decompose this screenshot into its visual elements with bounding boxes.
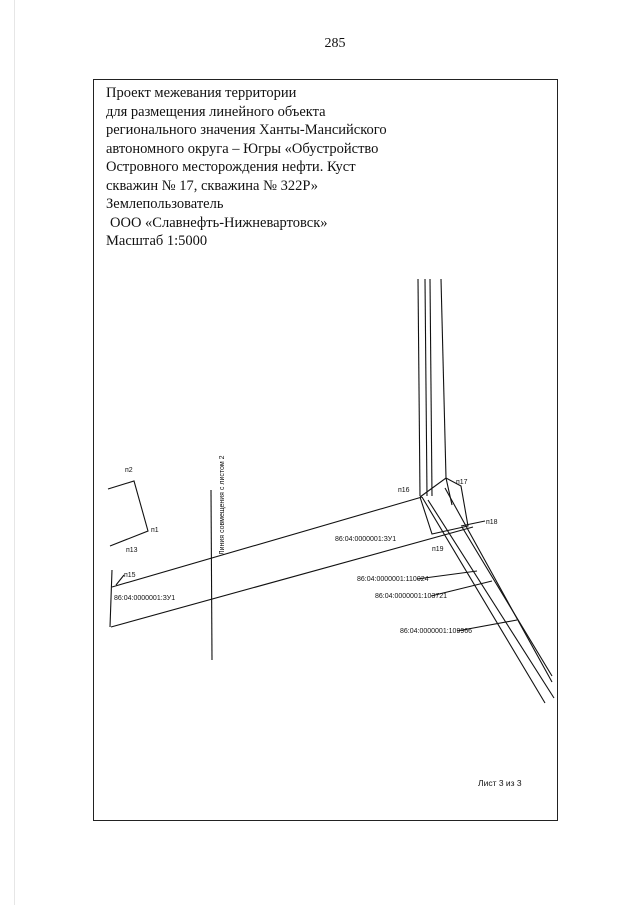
map-linework — [107, 278, 555, 704]
title-line-6: скважин № 17, скважина № 322Р» — [106, 177, 318, 194]
point-label-n13: п13 — [126, 547, 138, 554]
point-label-n16: п16 — [398, 487, 410, 494]
junction-inner — [445, 477, 453, 506]
alignment-line-label: Линия совмещения с листом 2 — [219, 455, 226, 555]
point-label-n19: п19 — [432, 546, 444, 553]
title-block: Проект межевания территории для размещен… — [106, 84, 426, 251]
map-scale: Масштаб 1:5000 — [106, 233, 208, 249]
title-line-2: для размещения линейного объекта — [106, 103, 326, 120]
parcel-label-110024: 86:04:0000001:110024 — [357, 576, 429, 583]
title-line-3: регионального значения Ханты-Мансийского — [106, 122, 387, 138]
road-diag-3 — [444, 487, 553, 683]
point-label-n18: п18 — [486, 519, 498, 526]
parcel-label-109966: 86:04:0000001:109966 — [400, 628, 472, 635]
parcel-label-zu1-main: 86:04:0000001:ЗУ1 — [335, 536, 396, 543]
left-parcel-boundary — [107, 480, 149, 547]
page-number: 285 — [324, 36, 346, 51]
point-labels: п2 п1 п13 п15 п16 п17 п18 п19 — [124, 467, 498, 579]
leader-n18 — [460, 520, 486, 527]
title-line-4: автономного округа – Югры «Обустройство — [106, 140, 379, 157]
parcel-zu1-lower — [110, 526, 474, 628]
leader-103721 — [430, 580, 493, 597]
road-line-2 — [424, 278, 428, 497]
leader-110024 — [416, 570, 478, 580]
leader-n15 — [115, 574, 125, 586]
land-user-label: Землепользователь — [106, 196, 224, 212]
title-line-5: Островного месторождения нефти. Куст — [106, 159, 356, 175]
parcel-zu1-upper — [111, 496, 423, 588]
scan-margin-rule — [14, 0, 15, 905]
point-label-n17: п17 — [456, 479, 468, 486]
sheet-number-label: Лист 3 из 3 — [478, 778, 522, 788]
road-diag-4 — [461, 526, 553, 677]
road-diag-1 — [421, 496, 546, 704]
road-diag-2 — [427, 499, 555, 699]
title-line-1: Проект межевания территории — [106, 85, 297, 101]
parcel-zu1-left-edge — [109, 569, 113, 628]
point-label-n1: п1 — [151, 527, 159, 534]
land-user-name: ООО «Славнефть-Нижневартовск» — [110, 214, 328, 231]
drawing-frame — [93, 79, 558, 821]
parcel-label-zu1-left: 86:04:0000001:ЗУ1 — [114, 595, 175, 602]
junction-outline — [419, 477, 469, 535]
point-label-n2: п2 — [125, 467, 133, 474]
leader-109966 — [456, 619, 518, 632]
road-line-1 — [417, 278, 421, 497]
parcel-labels: 86:04:0000001:ЗУ1 86:04:0000001:ЗУ1 86:0… — [114, 536, 472, 635]
alignment-line — [210, 489, 213, 661]
road-line-4 — [440, 278, 447, 479]
road-line-3 — [429, 278, 433, 497]
point-label-n15: п15 — [124, 572, 136, 579]
parcel-label-103721: 86:04:0000001:103721 — [375, 593, 447, 600]
